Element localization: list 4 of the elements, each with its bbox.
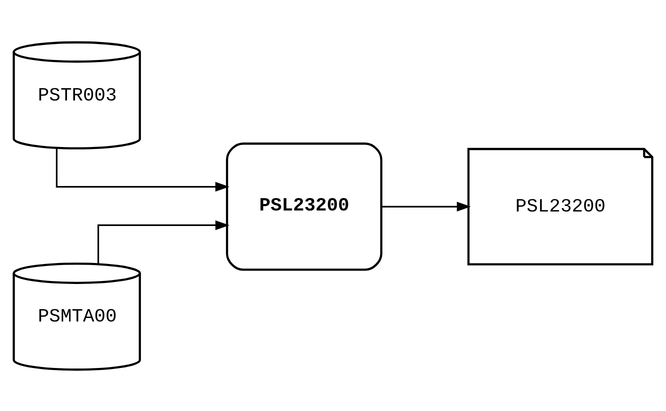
arrow xyxy=(97,220,230,263)
node-box: PSL23200 xyxy=(226,142,382,270)
arrow xyxy=(381,201,471,212)
arrow xyxy=(56,148,230,192)
